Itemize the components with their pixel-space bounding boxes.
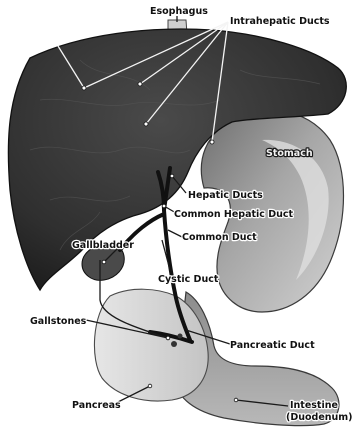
label-gallstones: Gallstones bbox=[30, 316, 87, 327]
label-pancreatic-duct: Pancreatic Duct bbox=[230, 340, 315, 351]
label-intrahepatic-ducts: Intrahepatic Ducts bbox=[230, 16, 330, 27]
label-duodenum: (Duodenum) bbox=[286, 412, 352, 423]
label-gallbladder: Gallbladder bbox=[72, 240, 134, 251]
label-intestine: Intestine bbox=[290, 400, 338, 411]
label-pancreas: Pancreas bbox=[72, 400, 121, 411]
label-esophagus: Esophagus bbox=[150, 6, 208, 17]
label-cystic-duct: Cystic Duct bbox=[158, 274, 219, 285]
label-common-duct: Common Duct bbox=[182, 232, 257, 243]
label-hepatic-ducts: Hepatic Ducts bbox=[188, 190, 263, 201]
label-stomach: Stomach bbox=[266, 148, 313, 159]
label-common-hepatic-duct: Common Hepatic Duct bbox=[174, 209, 294, 220]
